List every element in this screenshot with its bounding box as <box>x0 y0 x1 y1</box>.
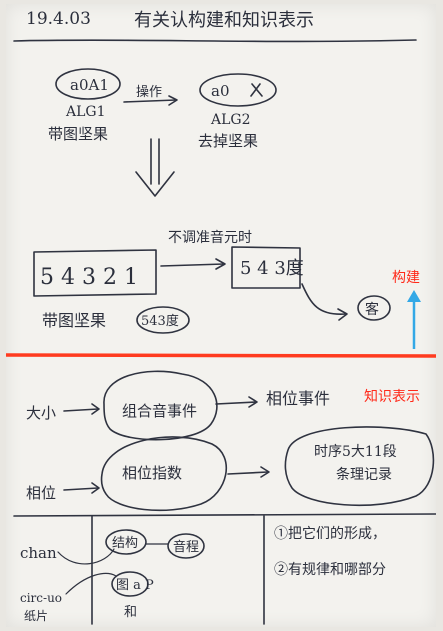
oval-ke-label: 客 <box>365 301 379 318</box>
bottom-frame-top <box>13 513 436 517</box>
row2-arrow2 <box>227 471 269 475</box>
left-sub2: 带图坚果 <box>48 125 108 143</box>
node-a0 <box>199 73 277 107</box>
right-note-line2: ②有规律和哪部分 <box>274 562 386 578</box>
row1-bubble <box>103 370 218 441</box>
row2-left: 相位 <box>26 484 56 502</box>
mid-arrow <box>160 263 225 267</box>
circle-543-label: 543度 <box>141 313 179 329</box>
curve-arrow <box>301 283 347 315</box>
right-sub1: ALG2 <box>210 112 251 128</box>
down-arrow-shaft <box>150 138 160 185</box>
bubble-structure <box>105 529 147 555</box>
row1-bubble-label: 组合音事件 <box>122 402 197 420</box>
row2-arrow1 <box>63 487 99 491</box>
box-543-label: 5 4 3度 <box>240 258 304 279</box>
chan-label: chan <box>20 544 57 562</box>
top-arrow <box>123 99 177 103</box>
row1-arrow1 <box>63 408 99 412</box>
node-a0a1-label: a0A1 <box>70 76 109 94</box>
annotation-knowledge-repr: 知识表示 <box>364 388 420 404</box>
row1-arrow1-head <box>91 403 100 415</box>
left-sub1: ALG1 <box>65 104 106 120</box>
row1-right: 相位事件 <box>266 389 330 408</box>
bubble-interval <box>167 533 205 559</box>
bubble-structure-label: 结构 <box>112 536 138 551</box>
box-54321-label: 5 4 3 2 1 <box>40 265 138 290</box>
node-a0-scribble <box>250 83 263 97</box>
annotation-construct: 构建 <box>392 269 420 285</box>
row2-arrow1-head <box>91 482 100 494</box>
mid-arrow-head <box>215 258 226 270</box>
row2-right-line2: 条理记录 <box>336 466 392 483</box>
bubble-interval-label: 音程 <box>173 539 199 555</box>
row1-left: 大小 <box>26 404 56 422</box>
handwritten-sketch: 19.4.03 有关认构建和知识表示 a0A1 ALG1 带图坚果 操作 a0 … <box>6 9 436 625</box>
mid-edge-label: 不调准音元时 <box>168 229 252 246</box>
blue-arrow-head <box>407 290 421 302</box>
header-date: 19.4.03 <box>26 9 91 29</box>
notebook-page: 19.4.03 有关认构建和知识表示 a0A1 ALG1 带图坚果 操作 a0 … <box>6 4 436 627</box>
row1-arrow2-head <box>248 396 258 408</box>
node-a0-label: a0 <box>211 82 230 100</box>
header-underline <box>13 39 417 43</box>
top-edge-label: 操作 <box>136 84 162 100</box>
curve-arrow-head <box>337 308 348 321</box>
row1-arrow2 <box>215 401 257 405</box>
header-title: 有关认构建和知识表示 <box>134 10 314 31</box>
top-arrow-head <box>168 95 178 106</box>
bottom-link-lines <box>57 543 169 595</box>
row2-right-bubble <box>284 426 435 507</box>
node-a0a1 <box>55 68 121 100</box>
sub-label: 纸片 <box>24 609 48 623</box>
row2-bubble-label: 相位指数 <box>122 464 182 482</box>
row2-bubble <box>100 436 228 512</box>
right-sub2: 去掉坚果 <box>198 132 258 150</box>
footnote-text: 和 <box>124 605 137 620</box>
box-54321 <box>33 249 157 297</box>
right-note-line1: ①把它们的形成， <box>274 525 386 542</box>
box-543 <box>231 246 301 289</box>
bubble-ap-label: 图 a P <box>116 578 154 593</box>
bottom-left-text: 带图坚果 <box>42 311 106 330</box>
oval-ke <box>357 295 391 321</box>
row2-right-line1: 时序5大11段 <box>314 444 397 460</box>
circ-label: circ-uo <box>20 591 62 605</box>
red-divider-line <box>6 353 436 358</box>
bubble-ap <box>111 571 149 597</box>
circle-543 <box>136 306 190 334</box>
row2-arrow2-head <box>260 466 270 478</box>
down-arrow-head <box>135 171 175 197</box>
